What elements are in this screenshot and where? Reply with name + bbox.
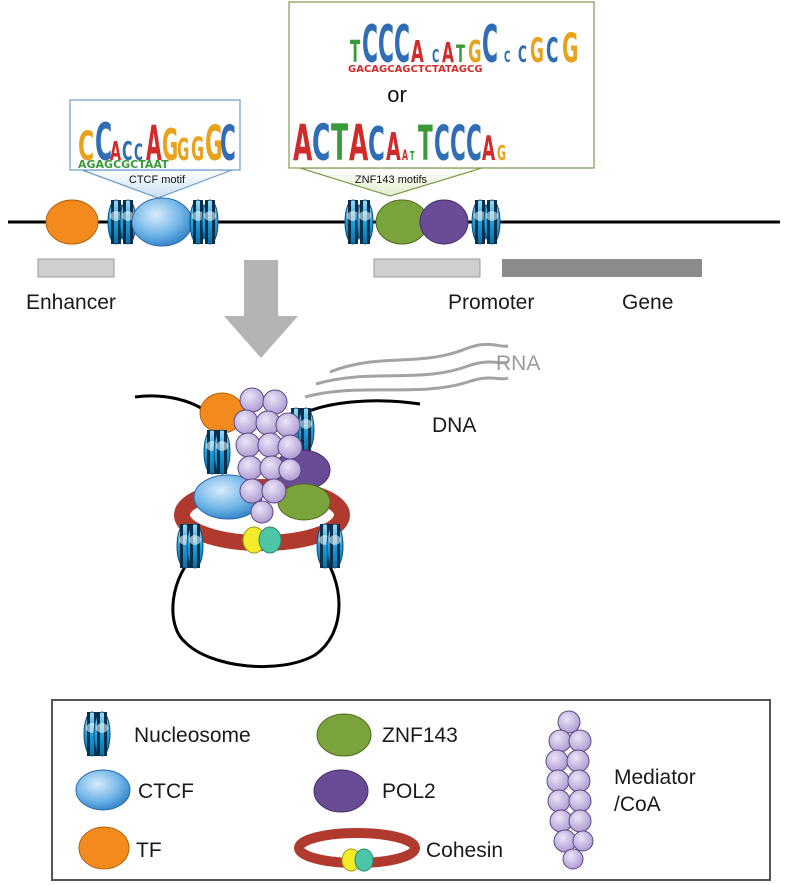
svg-text:A: A bbox=[110, 136, 122, 166]
rna-label: RNA bbox=[496, 352, 540, 375]
mediator-icon bbox=[545, 710, 594, 870]
svg-text:C: C bbox=[78, 123, 94, 170]
enhancer-region-bar bbox=[37, 258, 115, 278]
legend-item-nucleosome: Nucleosome bbox=[83, 711, 251, 757]
ctcf-protein bbox=[131, 197, 193, 247]
nucleosome-icon bbox=[326, 523, 344, 569]
svg-text:C: C bbox=[466, 115, 482, 172]
svg-text:A: A bbox=[349, 114, 369, 172]
gene-region-bar bbox=[502, 259, 702, 277]
ctcf-motif-callout: C C A C C A G G G G C AGAGCGCTAAT CTCF m… bbox=[69, 99, 241, 199]
svg-text:T: T bbox=[456, 40, 466, 69]
legend-label-mediator-line2: /CoA bbox=[614, 793, 661, 816]
svg-text:T: T bbox=[331, 114, 348, 172]
nucleosome-icon bbox=[93, 711, 111, 757]
ctcf-motif-label: CTCF motif bbox=[129, 174, 186, 186]
svg-text:C: C bbox=[432, 47, 439, 67]
mediator-cluster bbox=[233, 387, 303, 524]
legend-label-tf: TF bbox=[136, 839, 162, 862]
svg-text:T: T bbox=[350, 34, 361, 69]
svg-text:C: C bbox=[378, 15, 394, 75]
svg-text:G: G bbox=[497, 141, 506, 165]
promoter-label: Promoter bbox=[448, 291, 534, 314]
znf143-motif-logo-2: A C T A C A A T T C C C A G bbox=[293, 114, 506, 172]
svg-text:A: A bbox=[402, 148, 408, 164]
svg-text:C: C bbox=[394, 15, 410, 75]
pol2-protein bbox=[419, 199, 469, 245]
znf143-or-label: or bbox=[387, 82, 407, 107]
legend-label-znf143: ZNF143 bbox=[382, 724, 458, 747]
dna-label: DNA bbox=[432, 414, 476, 437]
svg-text:T: T bbox=[410, 150, 415, 164]
znf143-icon bbox=[316, 713, 372, 757]
svg-text:C: C bbox=[368, 117, 385, 171]
legend-item-ctcf: CTCF bbox=[75, 769, 194, 811]
svg-text:G: G bbox=[177, 132, 189, 167]
svg-text:AGAGCGCTAAT: AGAGCGCTAAT bbox=[78, 158, 169, 171]
svg-text:T: T bbox=[418, 115, 433, 172]
gene-label: Gene bbox=[622, 291, 673, 314]
svg-text:C: C bbox=[546, 32, 558, 71]
nucleosome-icon bbox=[213, 429, 231, 475]
svg-text:G: G bbox=[562, 27, 578, 73]
znf143-motif-callout: T C C C A C A T G C C C G C G GACAGCAGCT… bbox=[288, 1, 595, 197]
znf143-motif-logo-1: T C C C A C A T G C C C G C G GACAGCAGCT… bbox=[348, 15, 578, 75]
svg-text:G: G bbox=[191, 131, 204, 168]
ctcf-icon bbox=[75, 769, 131, 811]
svg-text:C: C bbox=[450, 115, 466, 172]
svg-text:C: C bbox=[220, 115, 236, 172]
legend-label-ctcf: CTCF bbox=[138, 780, 194, 803]
cohesin-bead bbox=[354, 848, 374, 872]
svg-text:A: A bbox=[482, 130, 495, 169]
svg-text:G: G bbox=[468, 35, 482, 70]
pol2-icon bbox=[313, 769, 369, 813]
svg-text:C: C bbox=[504, 48, 510, 67]
legend-label-mediator-line1: Mediator bbox=[614, 766, 696, 789]
svg-text:C: C bbox=[518, 43, 527, 68]
svg-text:A: A bbox=[411, 35, 424, 70]
legend-label-pol2: POL2 bbox=[382, 780, 436, 803]
nucleosome-icon bbox=[201, 199, 219, 245]
svg-text:C: C bbox=[362, 15, 378, 75]
legend-item-tf: TF bbox=[78, 826, 162, 870]
svg-text:C: C bbox=[134, 141, 143, 166]
legend-item-pol2: POL2 bbox=[313, 769, 436, 813]
svg-text:GACAGCAGCTCTATAGCG: GACAGCAGCTCTATAGCG bbox=[348, 64, 483, 75]
legend-item-cohesin: Cohesin bbox=[294, 828, 503, 872]
rna-strands bbox=[304, 342, 509, 399]
svg-text:C: C bbox=[312, 114, 330, 172]
svg-text:C: C bbox=[95, 112, 112, 173]
nucleosome-icon bbox=[356, 199, 374, 245]
enhancer-label: Enhancer bbox=[26, 291, 116, 314]
transition-arrow-icon bbox=[224, 260, 298, 358]
legend-item-mediator: Mediator /CoA bbox=[545, 710, 696, 870]
svg-text:C: C bbox=[434, 115, 450, 172]
nucleosome-icon bbox=[483, 199, 501, 245]
promoter-region-bar bbox=[373, 258, 481, 278]
svg-text:A: A bbox=[146, 116, 162, 172]
legend-item-znf143: ZNF143 bbox=[316, 713, 458, 757]
svg-text:A: A bbox=[442, 37, 454, 69]
znf143-motif-label: ZNF143 motifs bbox=[355, 174, 428, 186]
svg-text:A: A bbox=[386, 126, 401, 170]
cohesin-bead bbox=[258, 526, 282, 554]
nucleosome-icon bbox=[186, 523, 204, 569]
svg-text:C: C bbox=[482, 15, 498, 75]
svg-text:G: G bbox=[530, 32, 544, 71]
svg-text:G: G bbox=[162, 120, 178, 172]
legend-label-nucleosome: Nucleosome bbox=[134, 724, 251, 747]
tf-icon bbox=[78, 826, 130, 870]
svg-text:A: A bbox=[293, 114, 313, 172]
svg-text:C: C bbox=[122, 136, 132, 166]
svg-text:G: G bbox=[205, 115, 223, 172]
legend-label-cohesin: Cohesin bbox=[426, 839, 503, 862]
tf-protein bbox=[45, 199, 99, 245]
ctcf-motif-logo: C C A C C A G G G G C AGAGCGCTAAT bbox=[78, 112, 236, 173]
